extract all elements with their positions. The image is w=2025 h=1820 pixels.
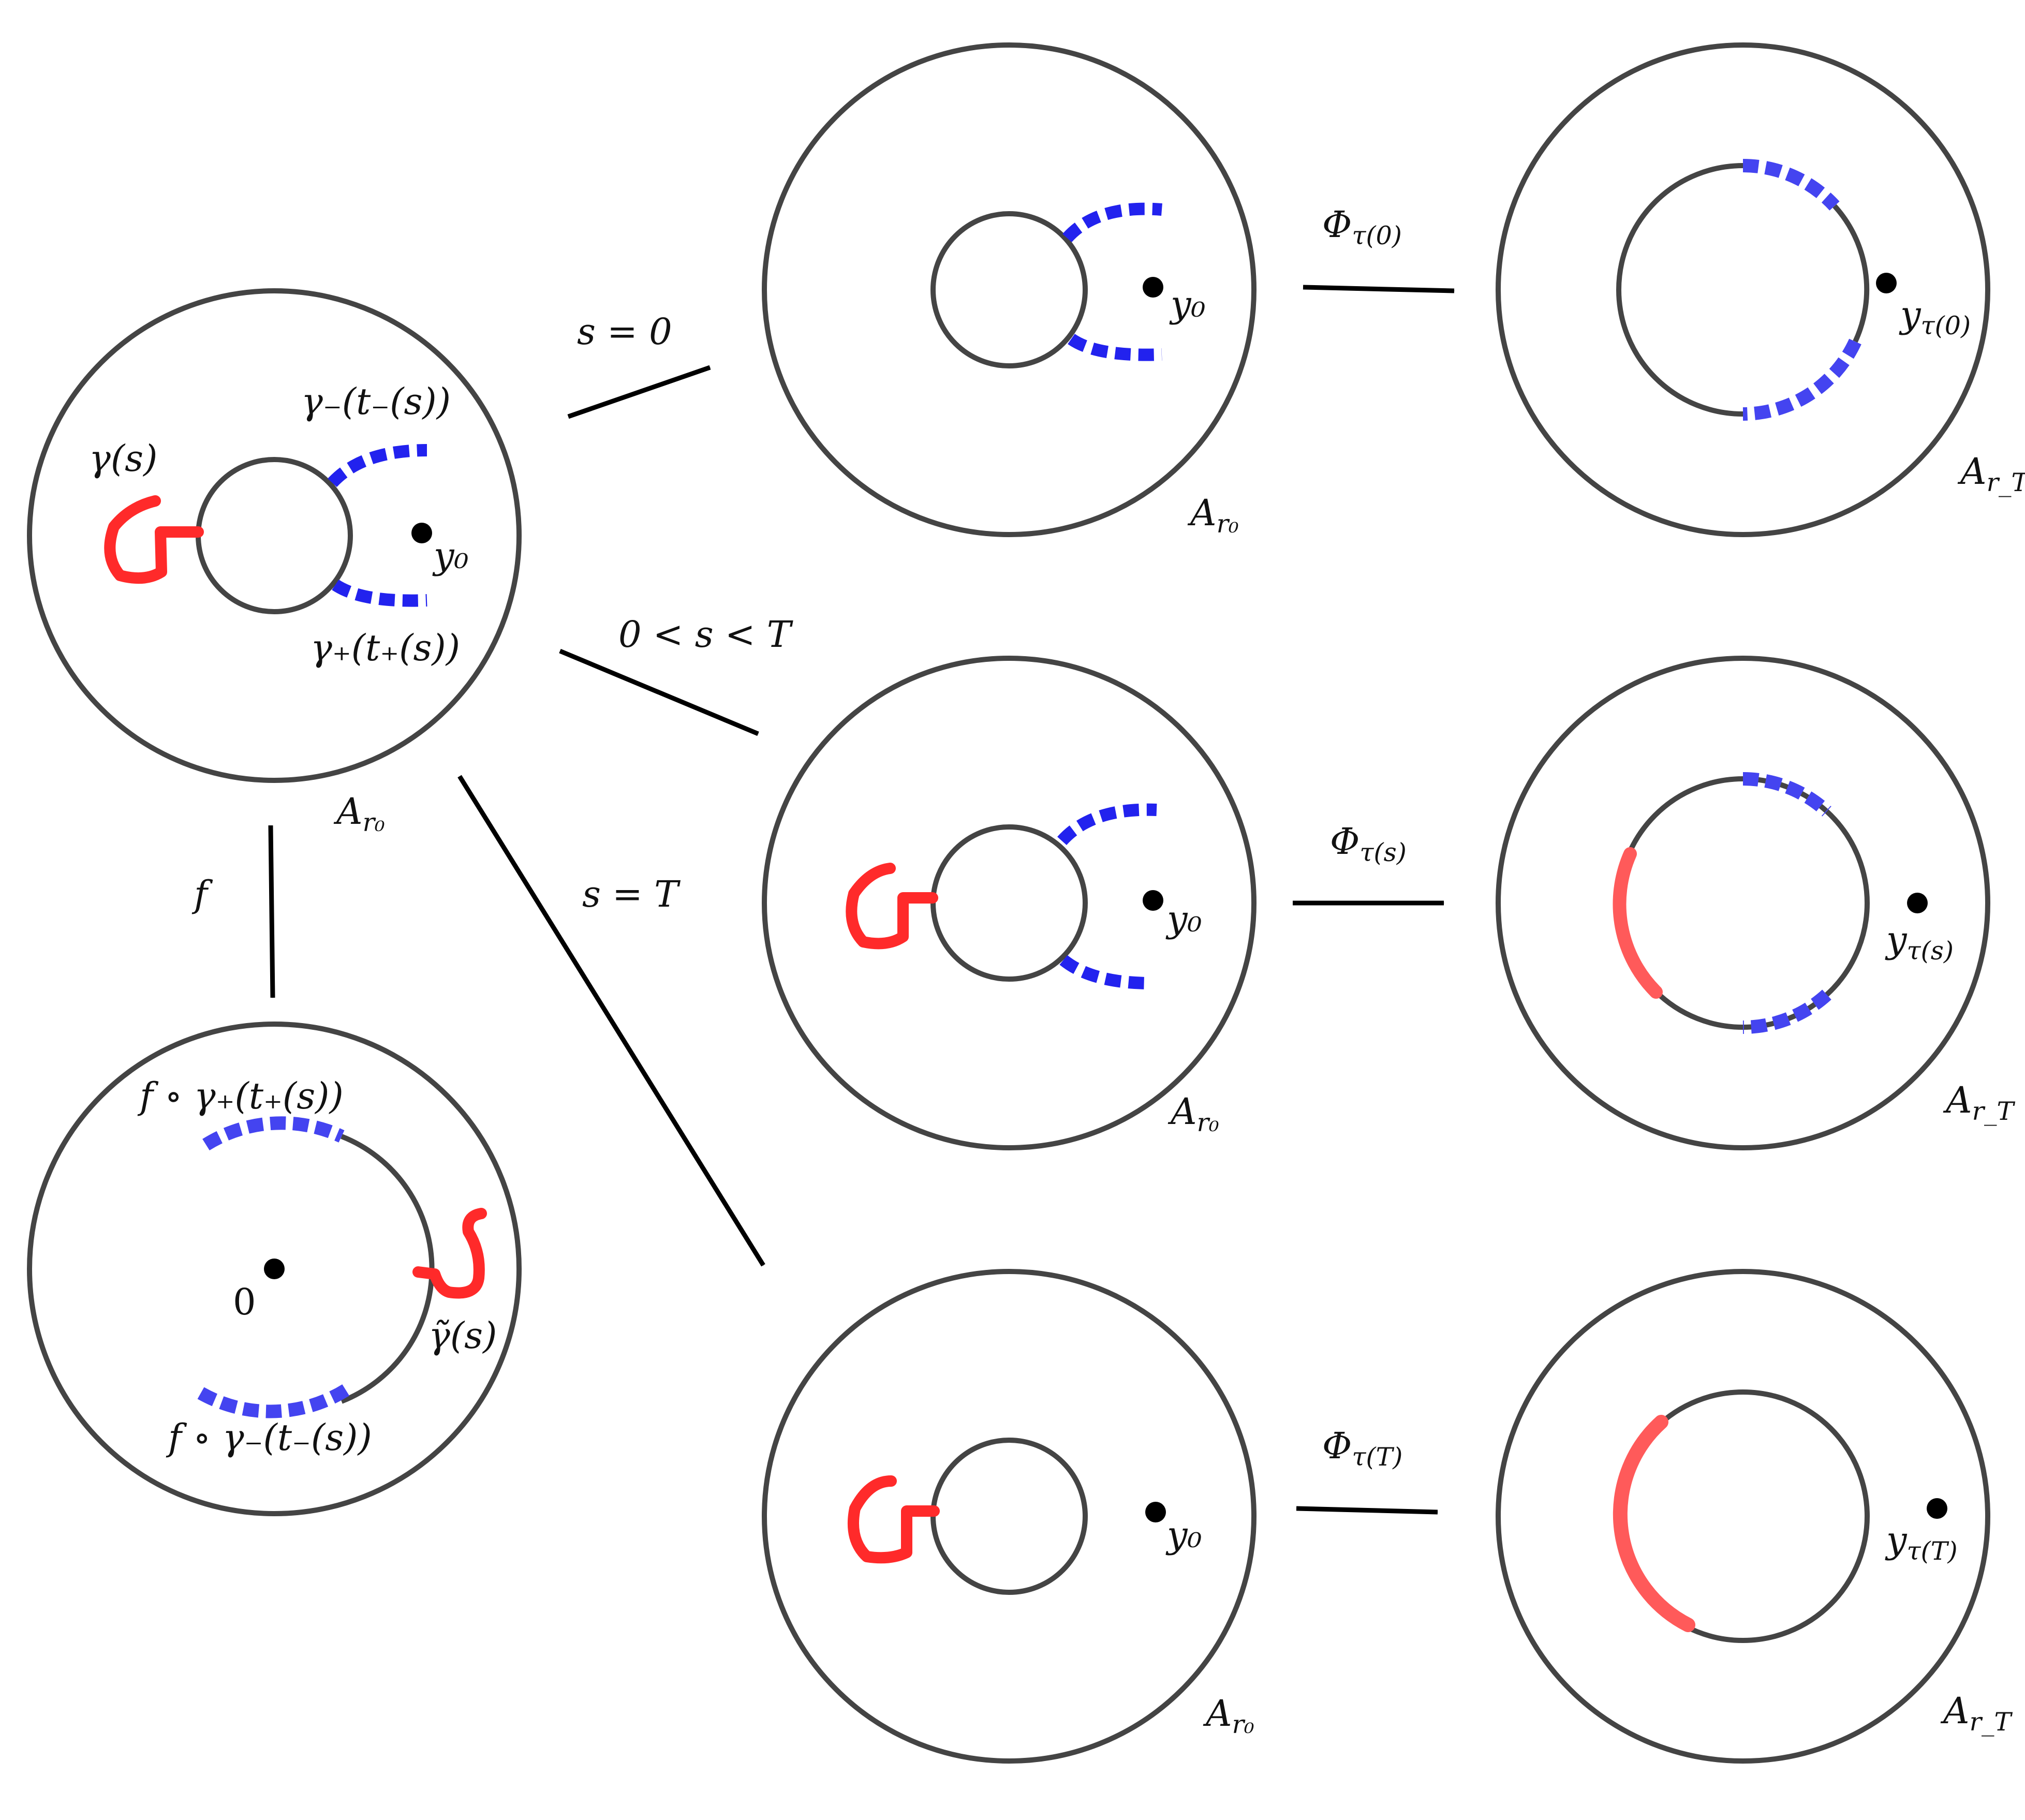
inner-circle: [196, 457, 353, 614]
blue-dashed-top: [1057, 803, 1157, 846]
label-origin: 0: [233, 1281, 256, 1323]
point-y-tau-T: [1927, 1498, 1947, 1519]
arrow-phi-T: [1296, 1506, 1438, 1515]
red-curve-gamma: [104, 495, 204, 584]
label-y0: y₀: [1165, 1514, 1202, 1556]
blue-dashed-gamma-minus: [328, 444, 427, 487]
label-f: f: [191, 873, 213, 915]
arrow-labels: s = 0 0 < s < T s = T f Φτ(0) Φτ(s) Φτ(T…: [191, 203, 1407, 1472]
inner-circle: [930, 211, 1088, 368]
red-curve: [846, 863, 938, 950]
label-A-rT: Ar_T: [1943, 1079, 2015, 1126]
panel-sT-target: yτ(T) Ar_T: [1496, 1269, 2013, 1764]
arrow-s0: [567, 365, 711, 419]
label-y0: y₀: [1165, 898, 1202, 940]
point-y0: [1143, 890, 1163, 911]
point-origin: [264, 1259, 285, 1279]
outer-circle: [762, 42, 1257, 537]
blue-dashed-bottom: [1068, 333, 1162, 361]
inner-arc: [1616, 163, 1743, 417]
red-arc: [1613, 847, 1663, 999]
label-A-r0: Ar₀: [1187, 492, 1239, 539]
arrows: [268, 285, 1455, 1515]
label-A-r0: Ar₀: [1167, 1090, 1219, 1137]
label-A-r0: Ar₀: [1203, 1692, 1254, 1739]
panel-original: γ(s) γ₋(t₋(s)) y₀ γ₊(t₊(s)) Ar₀: [27, 288, 522, 837]
panel-smid-target: yτ(s) Ar_T: [1496, 656, 2015, 1150]
red-arc: [1613, 1415, 1695, 1632]
blue-dashed-f-gamma-plus: [202, 1116, 345, 1151]
label-y-tau-T: yτ(T): [1885, 1519, 1958, 1566]
point-y-tau-s: [1907, 893, 1928, 913]
blue-dashed-f-gamma-minus: [197, 1383, 350, 1418]
label-gamma-plus: γ₊(t₊(s)): [311, 627, 460, 669]
outer-circle: [1496, 42, 1990, 537]
arrow-phi-0: [1303, 285, 1455, 293]
panel-smid-domain: y₀ Ar₀: [762, 656, 1257, 1150]
label-s-eq-0: s = 0: [577, 310, 672, 353]
point-y0: [1143, 277, 1163, 298]
blue-dashed-bottom: [1742, 338, 1861, 421]
label-A-rT: Ar_T: [1940, 1690, 2013, 1737]
label-gamma-tilde: γ̃(s): [428, 1314, 497, 1357]
panel-image-f: 0 f ∘ γ₊(t₊(s)) γ̃(s) f ∘ γ₋(t₋(s)): [27, 1022, 522, 1516]
blue-dashed-bottom: [1742, 989, 1831, 1034]
arrow-sT: [457, 775, 765, 1267]
outer-circle: [762, 656, 1257, 1150]
inner-circle: [930, 1438, 1088, 1595]
red-curve-gamma-tilde: [412, 1208, 487, 1299]
inner-circle: [930, 824, 1088, 982]
blue-dashed-gamma-plus: [332, 579, 427, 607]
label-y-tau-0: yτ(0): [1899, 293, 1971, 341]
label-s-eq-T: s = T: [582, 873, 681, 915]
label-A-r0: Ar₀: [333, 790, 385, 837]
point-y0: [411, 523, 432, 543]
label-phi-s: Φτ(s): [1330, 820, 1407, 867]
arrow-f: [268, 825, 275, 998]
outer-circle: [27, 288, 522, 783]
label-A-rT: Ar_T: [1957, 450, 2025, 497]
label-phi-T: Φτ(T): [1322, 1425, 1402, 1472]
panel-s0-domain: y₀ Ar₀: [762, 42, 1257, 539]
blue-dashed-bottom: [1059, 955, 1152, 989]
label-y-tau-s: yτ(s): [1885, 919, 1954, 966]
red-curve: [847, 1475, 940, 1564]
inner-arc-right: [1832, 204, 1870, 343]
label-gamma-minus: γ₋(t₋(s)): [301, 380, 451, 423]
label-y0: y₀: [1169, 283, 1206, 325]
label-y0: y₀: [432, 535, 469, 577]
outer-circle: [762, 1269, 1257, 1764]
point-y-tau-0: [1876, 273, 1897, 293]
label-f-gamma-plus: f ∘ γ₊(t₊(s)): [137, 1075, 344, 1117]
blue-dashed-top: [1742, 772, 1831, 817]
panel-s0-target: yτ(0) Ar_T: [1496, 42, 2025, 537]
label-phi-0: Φτ(0): [1322, 203, 1402, 250]
blue-dashed-top: [1742, 159, 1840, 211]
label-f-gamma-minus: f ∘ γ₋(t₋(s)): [166, 1416, 372, 1459]
point-y0: [1145, 1502, 1166, 1522]
blue-dashed-top: [1062, 202, 1162, 243]
label-gamma-s: γ(s): [89, 437, 157, 480]
outer-circle: [1496, 1269, 1990, 1764]
label-s-mid: 0 < s < T: [618, 613, 793, 656]
outer-circle: [27, 1022, 522, 1516]
panel-sT-domain: y₀ Ar₀: [762, 1269, 1257, 1764]
outer-circle: [1496, 656, 1990, 1150]
arrow-smid: [559, 648, 759, 736]
